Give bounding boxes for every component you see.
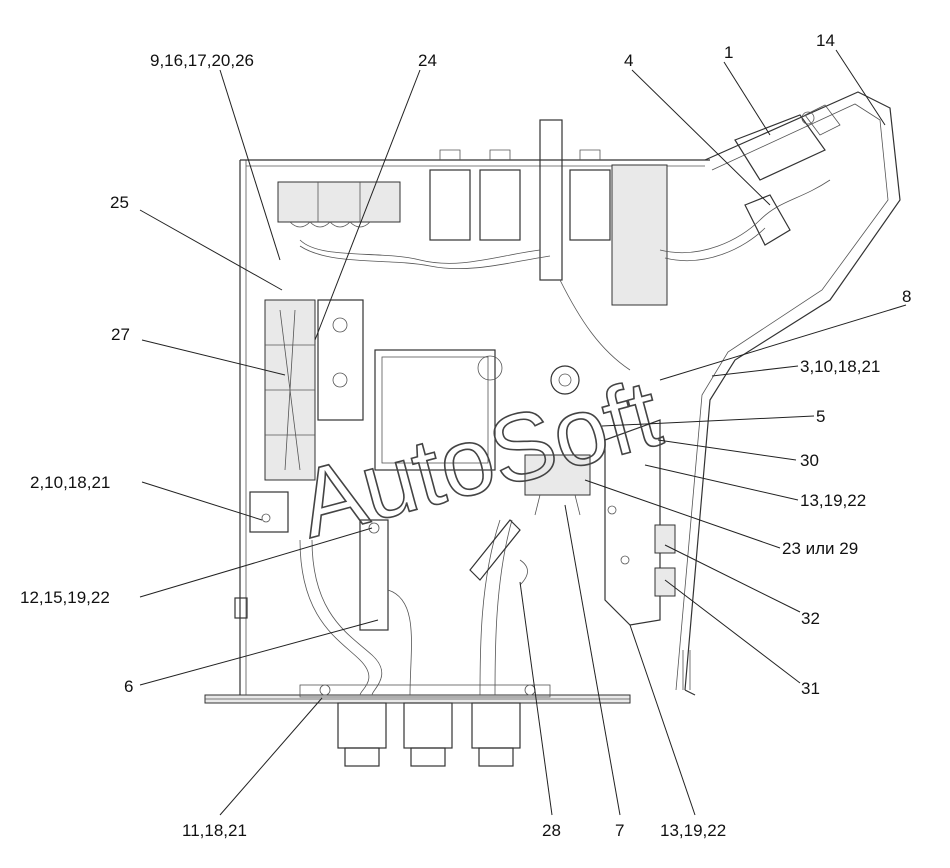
callout-13-19-22-right: 13,19,22: [800, 491, 866, 510]
callout-32: 32: [801, 609, 820, 628]
enclosure-drawing: [204, 91, 901, 767]
callout-2-10-18-21: 2,10,18,21: [30, 473, 110, 492]
callout-13-19-22-bottom: 13,19,22: [660, 821, 726, 840]
callout-5: 5: [816, 407, 825, 426]
callout-6: 6: [124, 677, 133, 696]
callout-3-10-18-21: 3,10,18,21: [800, 357, 880, 376]
callout-28: 28: [542, 821, 561, 840]
watermark-text: AutoSoft: [288, 360, 671, 559]
callout-24: 24: [418, 51, 437, 70]
callout-23-or-29: 23 или 29: [782, 539, 858, 558]
callout-11-18-21: 11,18,21: [182, 821, 247, 840]
callout-31: 31: [801, 679, 820, 698]
callout-8: 8: [902, 287, 911, 306]
callout-1: 1: [724, 43, 733, 62]
callout-14: 14: [816, 31, 835, 50]
callout-30: 30: [800, 451, 819, 470]
callout-9-16-17-20-26: 9,16,17,20,26: [150, 51, 254, 70]
callout-25: 25: [110, 193, 129, 212]
callout-27: 27: [111, 325, 130, 344]
callout-4: 4: [624, 51, 633, 70]
callout-12-15-19-22: 12,15,19,22: [20, 588, 110, 607]
callout-labels: 9,16,17,20,26 24 4 1 14 25 8 27 3,10,18,…: [20, 31, 911, 840]
leader-lines: [139, 49, 907, 816]
callout-7: 7: [615, 821, 624, 840]
